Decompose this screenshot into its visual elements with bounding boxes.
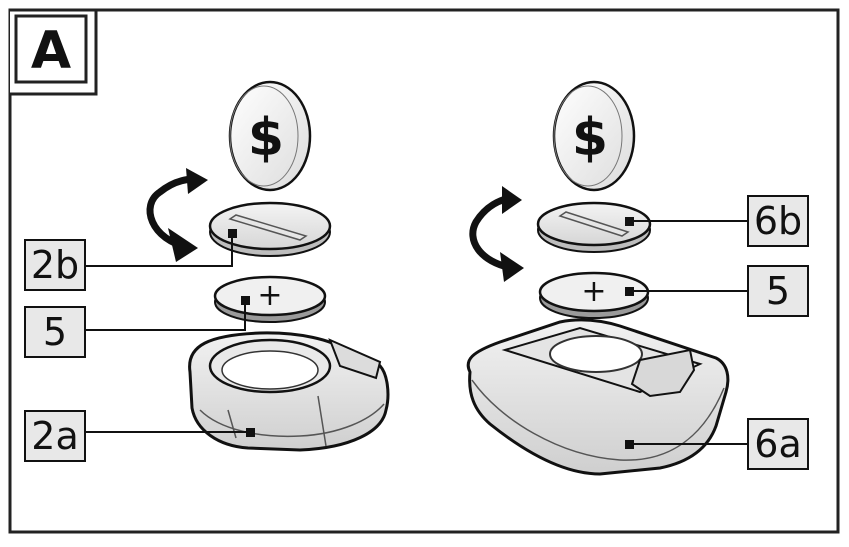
callout-2b: 2b [25, 240, 85, 290]
callout-5-right-text: 5 [766, 269, 790, 313]
panel-letter: A [31, 21, 71, 81]
callout-5-left-text: 5 [43, 310, 67, 354]
callout-2a-text: 2a [31, 414, 78, 458]
outer-frame [10, 10, 838, 532]
right-base-housing [468, 320, 728, 474]
callout-5-right: 5 [748, 266, 808, 316]
callout-6b-text: 6b [754, 199, 802, 243]
coin-dollar-symbol: $ [572, 108, 608, 168]
right-assembly: $ + [468, 82, 808, 474]
callout-2a: 2a [25, 411, 85, 461]
callout-6a-text: 6a [754, 422, 801, 466]
coin-dollar-symbol: $ [248, 108, 284, 168]
left-battery: + [215, 277, 325, 322]
right-coin: $ [554, 82, 634, 190]
battery-plus-symbol: + [581, 274, 606, 309]
callout-5-left: 5 [25, 307, 85, 357]
right-rotate-arrow-icon [473, 186, 524, 282]
left-assembly: $ + [25, 82, 388, 461]
callout-2b-text: 2b [31, 243, 79, 287]
right-battery-cover [538, 203, 650, 252]
left-coin: $ [230, 82, 310, 190]
callout-6a: 6a [748, 419, 808, 469]
panel-label: A [10, 10, 96, 94]
callout-6b: 6b [748, 196, 808, 246]
left-rotate-arrow-icon [150, 168, 208, 262]
battery-plus-symbol: + [257, 278, 282, 313]
